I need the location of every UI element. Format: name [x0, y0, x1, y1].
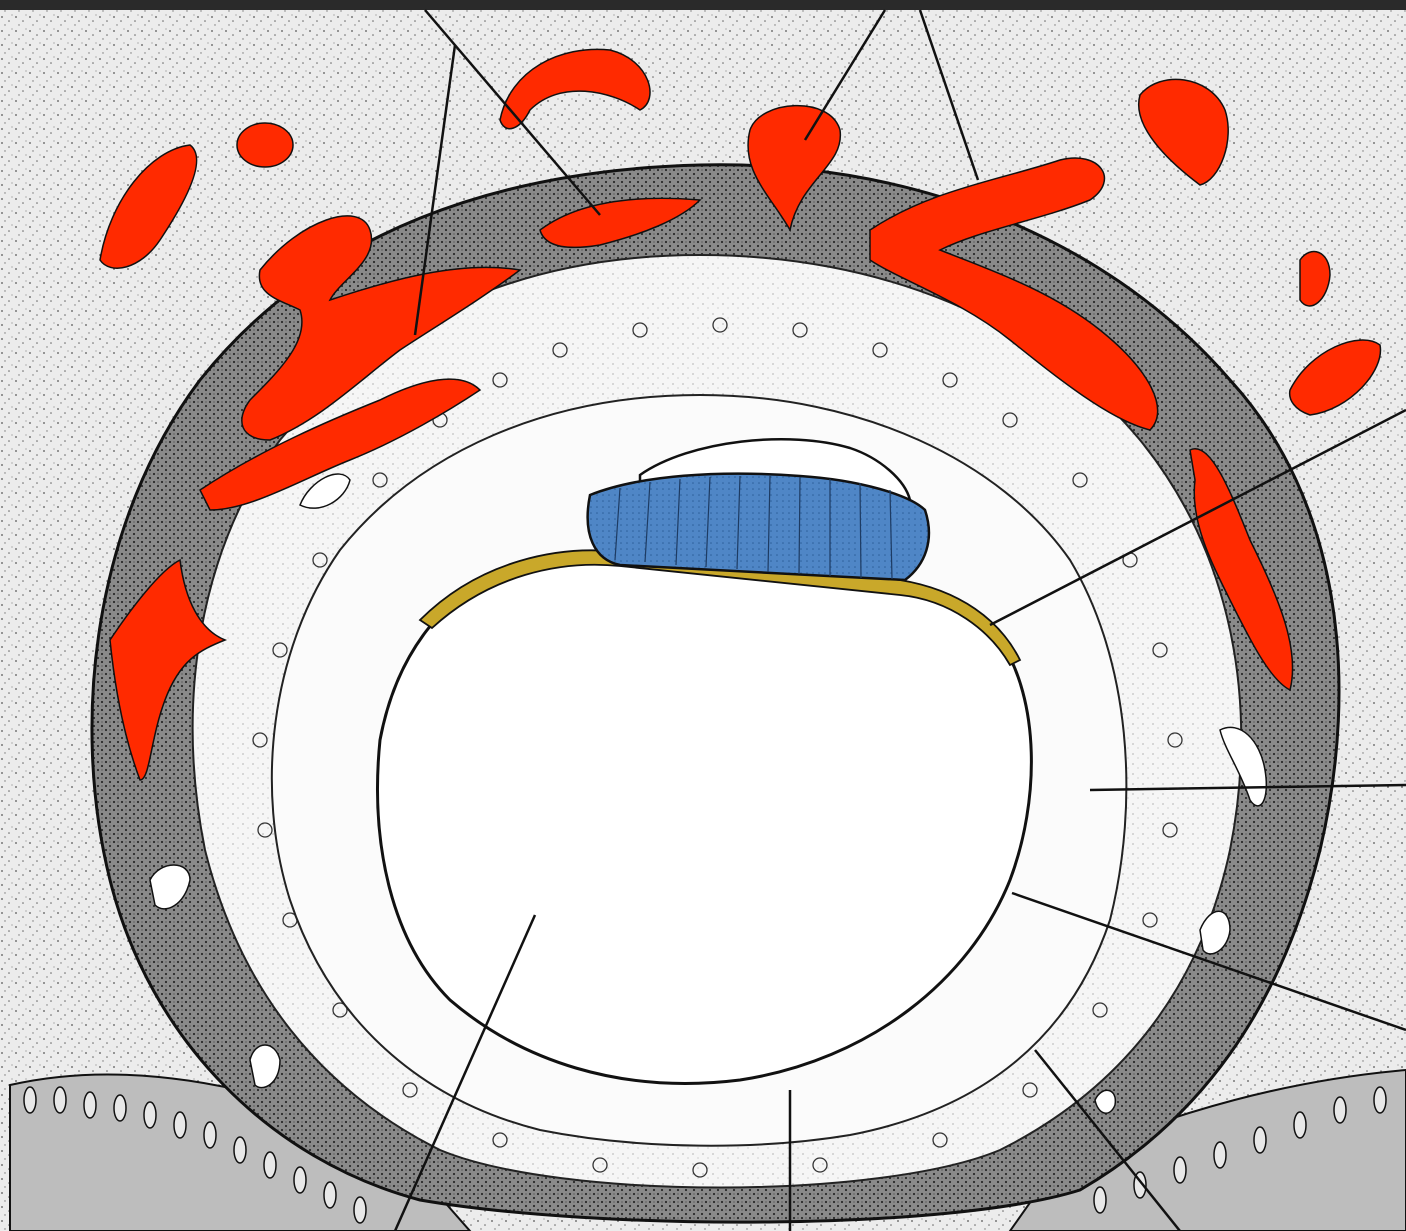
epiblast — [588, 474, 929, 580]
